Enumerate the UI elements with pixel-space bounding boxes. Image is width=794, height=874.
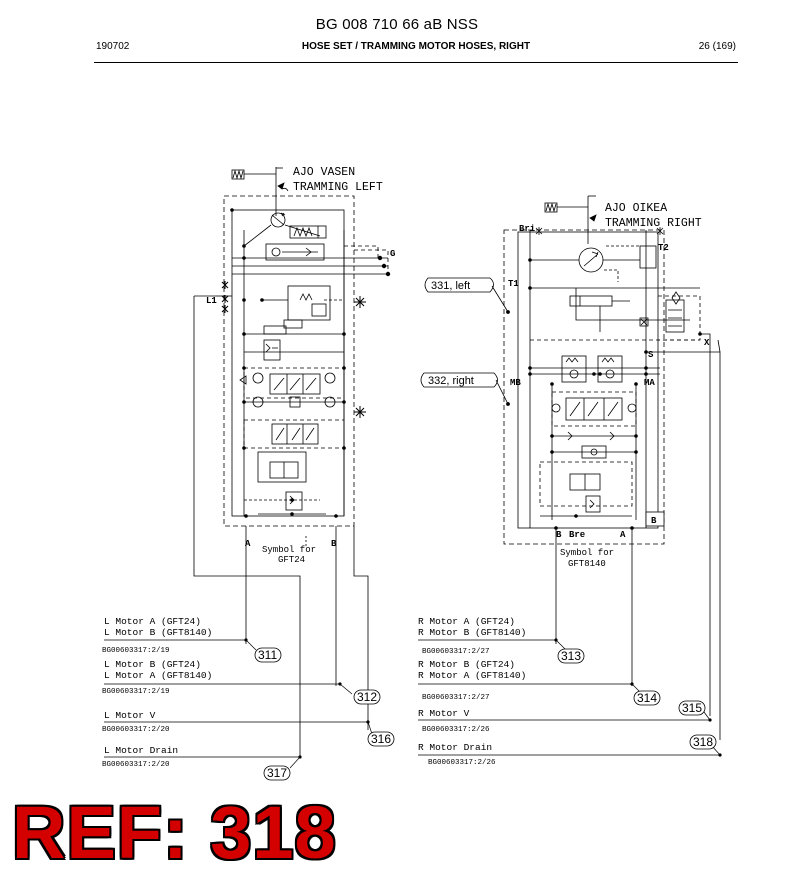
right-symbol-line1: Symbol for: [560, 548, 614, 558]
right-port-t1: T1: [508, 279, 519, 289]
hose-311-line1: L Motor A (GFT24): [104, 616, 201, 627]
ref-312: 312: [357, 690, 377, 704]
hose-list-right: R Motor A (GFT24) R Motor B (GFT8140) BG…: [418, 616, 526, 767]
right-port-bri: Bri: [519, 224, 536, 234]
right-symbol-line2: GFT8140: [568, 559, 606, 569]
ref-314: 314: [637, 691, 657, 705]
right-title-en: TRAMMING RIGHT: [605, 217, 702, 230]
ref-313: 313: [561, 649, 581, 663]
ref-311: 311: [258, 648, 277, 662]
hose-318-line1: R Motor Drain: [418, 742, 492, 753]
hose-list-left: L Motor A (GFT24) L Motor B (GFT8140) BG…: [102, 616, 212, 769]
left-port-g: G: [390, 249, 395, 259]
document-title: BG 008 710 66 aB NSS: [315, 16, 479, 33]
right-port-mb: MB: [510, 378, 521, 388]
right-port-a: A: [620, 530, 626, 540]
right-port-ma: MA: [644, 378, 655, 388]
right-port-x: X: [704, 338, 710, 348]
left-symbol-line2: GFT24: [278, 555, 305, 565]
hose-311-line2: L Motor B (GFT8140): [104, 627, 212, 638]
hose-315-line1: R Motor V: [418, 708, 470, 719]
hose-314-line1: R Motor B (GFT24): [418, 659, 515, 670]
ref-stamp: REF: 318: [12, 791, 337, 874]
hose-316-code: BG00603317:2/20: [102, 726, 170, 734]
hose-312-line2: L Motor A (GFT8140): [104, 670, 212, 681]
document-date: 190702: [96, 41, 130, 52]
left-title-fi: AJO VASEN: [293, 166, 355, 179]
ref-bubbles-right: 313 314 315 318: [557, 648, 717, 750]
ref-315: 315: [682, 701, 702, 715]
hose-314-code: BG00603317:2/27: [422, 694, 490, 702]
hose-315-code: BG00603317:2/26: [422, 726, 490, 734]
callout-331-label: 331, left: [431, 280, 470, 292]
ref-317: 317: [267, 766, 287, 780]
hose-314-line2: R Motor A (GFT8140): [418, 670, 526, 681]
left-motor-schematic: [193, 167, 391, 758]
ref-bubbles-left: 311 312 316 317: [254, 647, 395, 781]
hose-leaders-right: [418, 639, 721, 756]
ref-318: 318: [693, 735, 713, 749]
callout-331: 331, left: [424, 277, 510, 314]
right-port-b: B: [556, 530, 562, 540]
right-box-b: B: [651, 516, 657, 526]
left-port-l1: L1: [206, 296, 217, 306]
document-subtitle: HOSE SET / TRAMMING MOTOR HOSES, RIGHT: [301, 41, 531, 52]
callout-332: 332, right: [420, 372, 510, 406]
right-port-t2: T2: [658, 243, 669, 253]
page-number: 26 (169): [698, 41, 736, 52]
left-port-a: A: [245, 539, 251, 549]
right-port-s: S: [648, 350, 654, 360]
hose-leaders-left: [104, 639, 373, 769]
hose-313-code: BG00603317:2/27: [422, 648, 490, 656]
right-title-fi: AJO OIKEA: [605, 202, 667, 215]
hose-312-code: BG00603317:2/19: [102, 688, 170, 696]
hose-313-line1: R Motor A (GFT24): [418, 616, 515, 627]
header-rule: [94, 62, 738, 63]
left-title-en: TRAMMING LEFT: [293, 181, 383, 194]
hose-311-code: BG00603317:2/19: [102, 647, 170, 655]
right-port-bre: Bre: [569, 530, 585, 540]
hose-318-code: BG00603317:2/26: [428, 759, 496, 767]
hose-317-code: BG00603317:2/20: [102, 761, 170, 769]
left-port-b: B: [331, 539, 337, 549]
left-symbol-line1: Symbol for: [262, 545, 316, 555]
callout-332-label: 332, right: [428, 375, 474, 387]
hose-317-line1: L Motor Drain: [104, 745, 178, 756]
hose-316-line1: L Motor V: [104, 710, 156, 721]
ref-316: 316: [371, 732, 391, 746]
hose-312-line1: L Motor B (GFT24): [104, 659, 201, 670]
right-motor-schematic: [503, 195, 721, 740]
hose-313-line2: R Motor B (GFT8140): [418, 627, 526, 638]
